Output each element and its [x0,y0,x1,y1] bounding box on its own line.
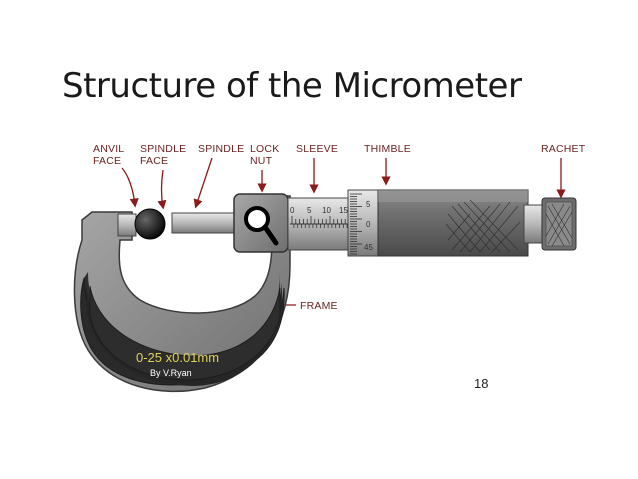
arrow-anvil-face [121,167,139,208]
anvil [117,213,137,237]
label-spindle-face-line2: FACE [140,155,168,167]
label-spindle-face-line1: SPINDLE [140,143,186,155]
ratchet [523,197,577,251]
frame-range-text: 0-25 x0.01mm [136,350,219,365]
svg-text:FACE: FACE [93,155,121,167]
lock-nut [244,206,279,246]
svg-text:LOCK: LOCK [250,143,279,155]
svg-text:SPINDLE: SPINDLE [140,143,186,155]
thimble-scale-5: 5 [366,200,371,209]
thimble-scale-45: 45 [364,243,373,252]
label-spindle-face: SPINDLE FACE [140,143,186,167]
pointer-arrows [121,157,566,310]
sleeve: 0 5 10 15 [287,197,351,251]
label-anvil-face-line1: ANVIL [93,143,124,155]
label-thimble: THIMBLE [364,143,411,155]
label-lock-nut-line1: LOCK [250,143,279,155]
svg-text:FACE: FACE [140,155,168,167]
slide-title: Structure of the Micrometer [62,66,522,106]
svg-text:ANVIL: ANVIL [93,143,124,155]
sleeve-scale-15: 15 [339,206,348,215]
arrow-spindle-face [157,169,167,210]
frame: 0-25 x0.01mm By V.Ryan [73,195,291,393]
thimble-scale-0: 0 [366,220,371,229]
page-number: 18 [474,376,489,391]
sleeve-scale-5: 5 [307,206,312,215]
label-anvil-face-line2: FACE [93,155,121,167]
label-frame: FRAME [300,300,338,312]
label-sleeve: SLEEVE [296,143,338,155]
measured-ball [134,208,166,240]
sleeve-scale-0: 0 [290,206,295,215]
label-rachet: RACHET [541,143,586,155]
thimble: 5 0 45 [347,189,529,257]
label-lock-nut: LOCK NUT [250,143,279,167]
label-spindle: SPINDLE [198,143,244,155]
frame-author-text: By V.Ryan [150,368,192,378]
arrow-spindle [193,157,213,209]
thimble-knurling [445,199,521,253]
label-lock-nut-line2: NUT [250,155,273,167]
sleeve-scale-10: 10 [322,206,331,215]
svg-text:NUT: NUT [250,155,273,167]
spindle [171,212,245,234]
label-anvil-face: ANVIL FACE [93,143,124,167]
